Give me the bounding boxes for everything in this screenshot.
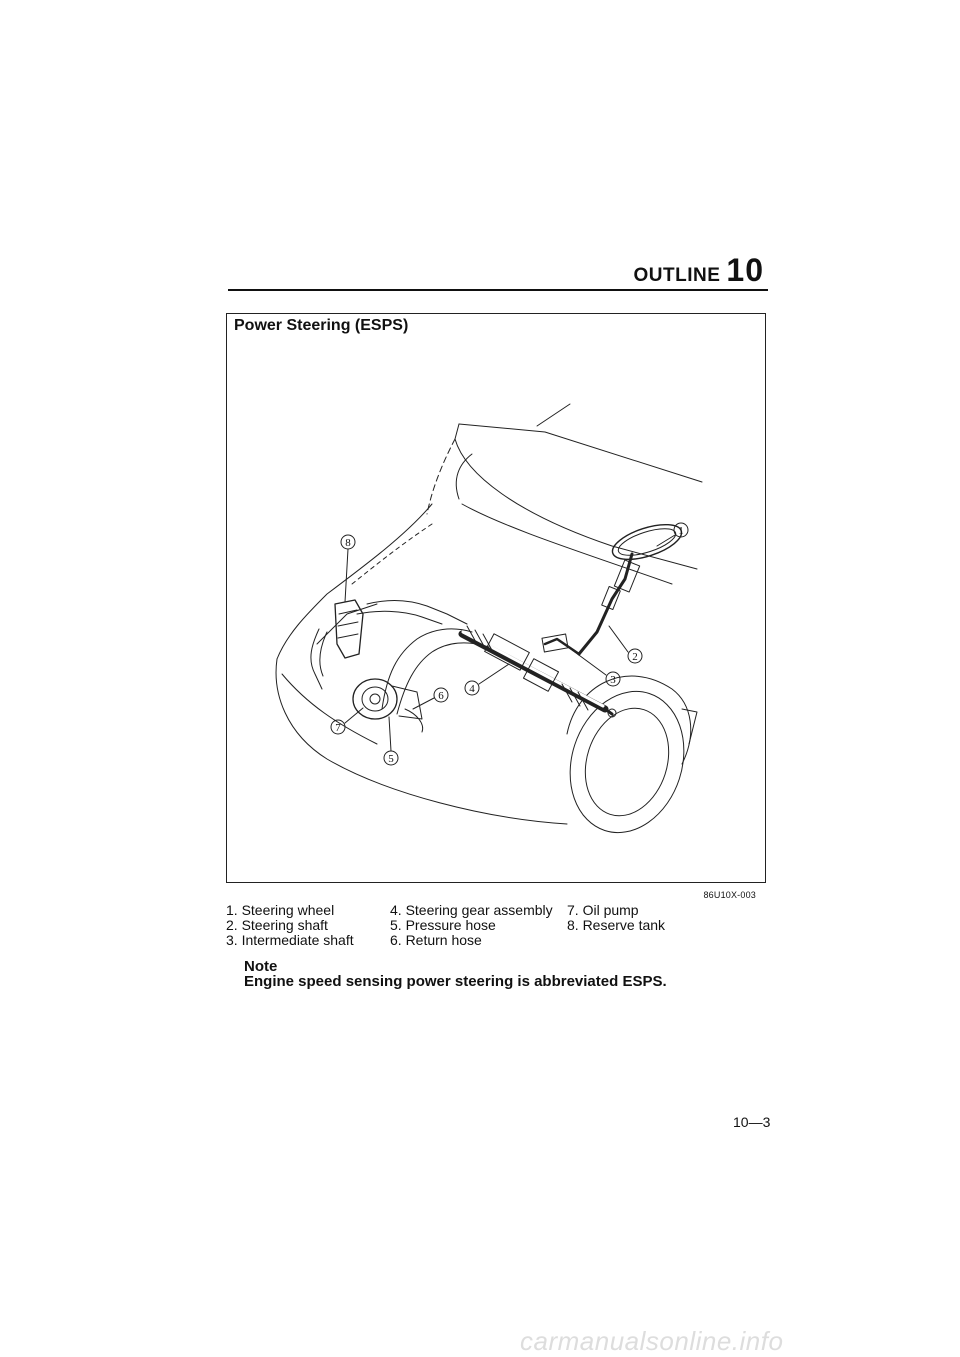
callout-8	[340, 534, 356, 603]
legend-item: 4. Steering gear assembly	[390, 902, 553, 918]
hood-outline	[276, 503, 433, 660]
steering-shaft	[577, 552, 634, 656]
oil-pump	[352, 678, 398, 720]
bumper-outline	[275, 658, 568, 825]
callout-6	[412, 687, 449, 710]
return-hose	[396, 642, 490, 715]
legend-column-1: 1. Steering wheel 2. Steering shaft 3. I…	[226, 903, 354, 948]
reserve-tank	[334, 599, 364, 659]
header-rule	[228, 289, 768, 291]
pillar-outline	[455, 453, 473, 500]
legend-column-2: 4. Steering gear assembly 5. Pressure ho…	[390, 903, 553, 948]
steering-wheel	[611, 523, 683, 561]
section-word: OUTLINE	[633, 265, 721, 286]
callout-2	[608, 625, 643, 664]
figure-frame: Power Steering (ESPS)	[226, 313, 766, 883]
wheel-arch	[566, 675, 692, 765]
legend-column-3: 7. Oil pump 8. Reserve tank	[567, 903, 665, 933]
intermediate-shaft	[543, 637, 581, 656]
pressure-hose	[381, 628, 473, 710]
callout-3-label: 3	[610, 674, 616, 686]
callout-7	[330, 707, 364, 735]
callout-5	[383, 716, 399, 766]
callout-3	[571, 649, 621, 687]
figure-title: Power Steering (ESPS)	[234, 317, 409, 334]
legend-item: 1. Steering wheel	[226, 902, 335, 918]
callout-4-label: 4	[469, 683, 475, 695]
note-text: Engine speed sensing power steering is a…	[244, 973, 667, 990]
note-title: Note	[244, 958, 278, 975]
legend-item: 2. Steering shaft	[226, 917, 328, 933]
windshield-outline	[458, 423, 703, 483]
callout-8-label: 8	[345, 537, 351, 549]
front-wheel	[569, 690, 685, 834]
callout-1-label: 1	[678, 525, 684, 537]
legend-item: 6. Return hose	[390, 932, 482, 948]
legend-item: 8. Reserve tank	[567, 917, 666, 933]
figure-code: 86U10X-003	[703, 890, 756, 900]
callout-2-label: 2	[632, 651, 638, 663]
section-number: 10	[726, 252, 764, 288]
callout-4	[464, 663, 510, 696]
callout-1	[656, 522, 689, 547]
callout-7-label: 7	[335, 722, 341, 734]
legend-item: 5. Pressure hose	[390, 917, 496, 933]
page-number: 10—3	[733, 1114, 771, 1130]
callout-5-label: 5	[388, 753, 394, 765]
legend-item: 7. Oil pump	[567, 902, 639, 918]
callout-6-label: 6	[438, 690, 444, 702]
legend-item: 3. Intermediate shaft	[226, 932, 354, 948]
site-watermark: carmanualsonline.info	[520, 1326, 784, 1356]
power-steering-illustration: 1 2 3 4 5 6 7 8	[275, 403, 703, 834]
